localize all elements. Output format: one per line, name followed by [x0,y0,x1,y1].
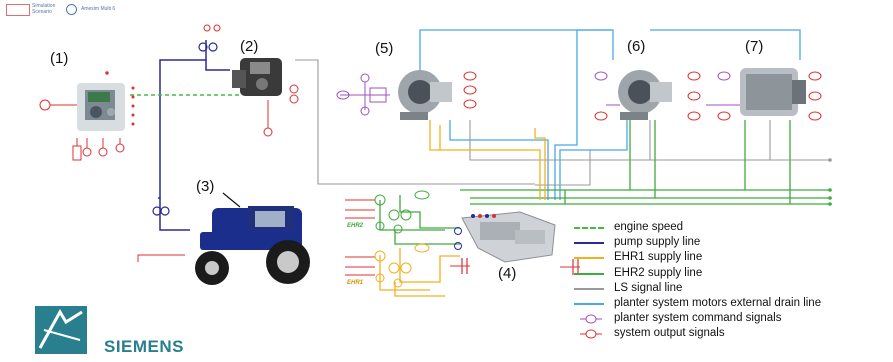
legend-swatch [574,273,604,275]
legend-label: EHR2 supply line [614,267,702,279]
engine-component [77,83,125,131]
hydraulic-pump-component [232,58,282,96]
motor6-command-signal [595,72,607,80]
component-label-2: (2) [240,38,258,55]
legend-swatch [574,227,604,229]
planter-motor-6 [618,70,672,120]
component-label-3: (3) [196,178,214,195]
component-label-6: (6) [627,38,645,55]
legend-label: planter system command signals [614,312,781,324]
legend-label: system output signals [614,327,725,339]
motor5-output-signals [464,72,476,108]
motor7-output-left [718,112,730,120]
legend-label: engine speed [614,221,683,233]
tractor-component [195,206,310,285]
legend-item-drain-line: planter system motors external drain lin… [574,297,889,312]
legend-item-ehr2-supply: EHR2 supply line [574,267,889,282]
motor7-output-signals [809,72,821,120]
legend-label: LS signal line [614,282,682,294]
pump-supply-lines [158,40,230,230]
output-signal-icon [580,328,602,340]
legend-label: pump supply line [614,236,700,248]
siemens-logo-mark [35,306,87,354]
legend-swatch [574,242,604,244]
legend-item-command-signals: planter system command signals [574,312,889,327]
component-label-1: (1) [50,50,68,67]
ehr2-valve-group [375,191,429,233]
electric-motor-7 [740,68,806,116]
legend-item-ls-signal: LS signal line [574,282,889,297]
motor6-output-signals [688,72,700,120]
valve-block-component [462,212,555,262]
legend-swatch [574,288,604,290]
legend-item-engine-speed: engine speed [574,221,889,236]
command-signal-icon [580,313,602,325]
legend-label: planter system motors external drain lin… [614,297,821,309]
ehr1-tag: EHR1 [347,280,363,286]
tractor-pointer [223,193,240,207]
valve-sensors [455,228,462,250]
component-label-5: (5) [375,40,393,57]
legend-label: EHR1 supply line [614,251,702,263]
legend-item-ehr1-supply: EHR1 supply line [574,251,889,266]
legend-item-output-signals: system output signals [574,327,889,342]
planter-motor-5 [398,70,452,120]
legend-swatch [574,303,604,305]
legend: engine speed pump supply line EHR1 suppl… [574,221,889,343]
ehr2-tag: EHR2 [347,223,363,229]
motor7-command-signal [718,72,730,80]
legend-item-pump-supply: pump supply line [574,236,889,251]
legend-swatch [574,257,604,259]
component-label-7: (7) [745,38,763,55]
brand-wordmark: SIEMENS [104,337,184,357]
ehr1-valve-group [375,244,429,287]
line-end-markers [828,158,832,206]
motor6-output-left [595,112,607,120]
component-label-4: (4) [498,265,516,282]
